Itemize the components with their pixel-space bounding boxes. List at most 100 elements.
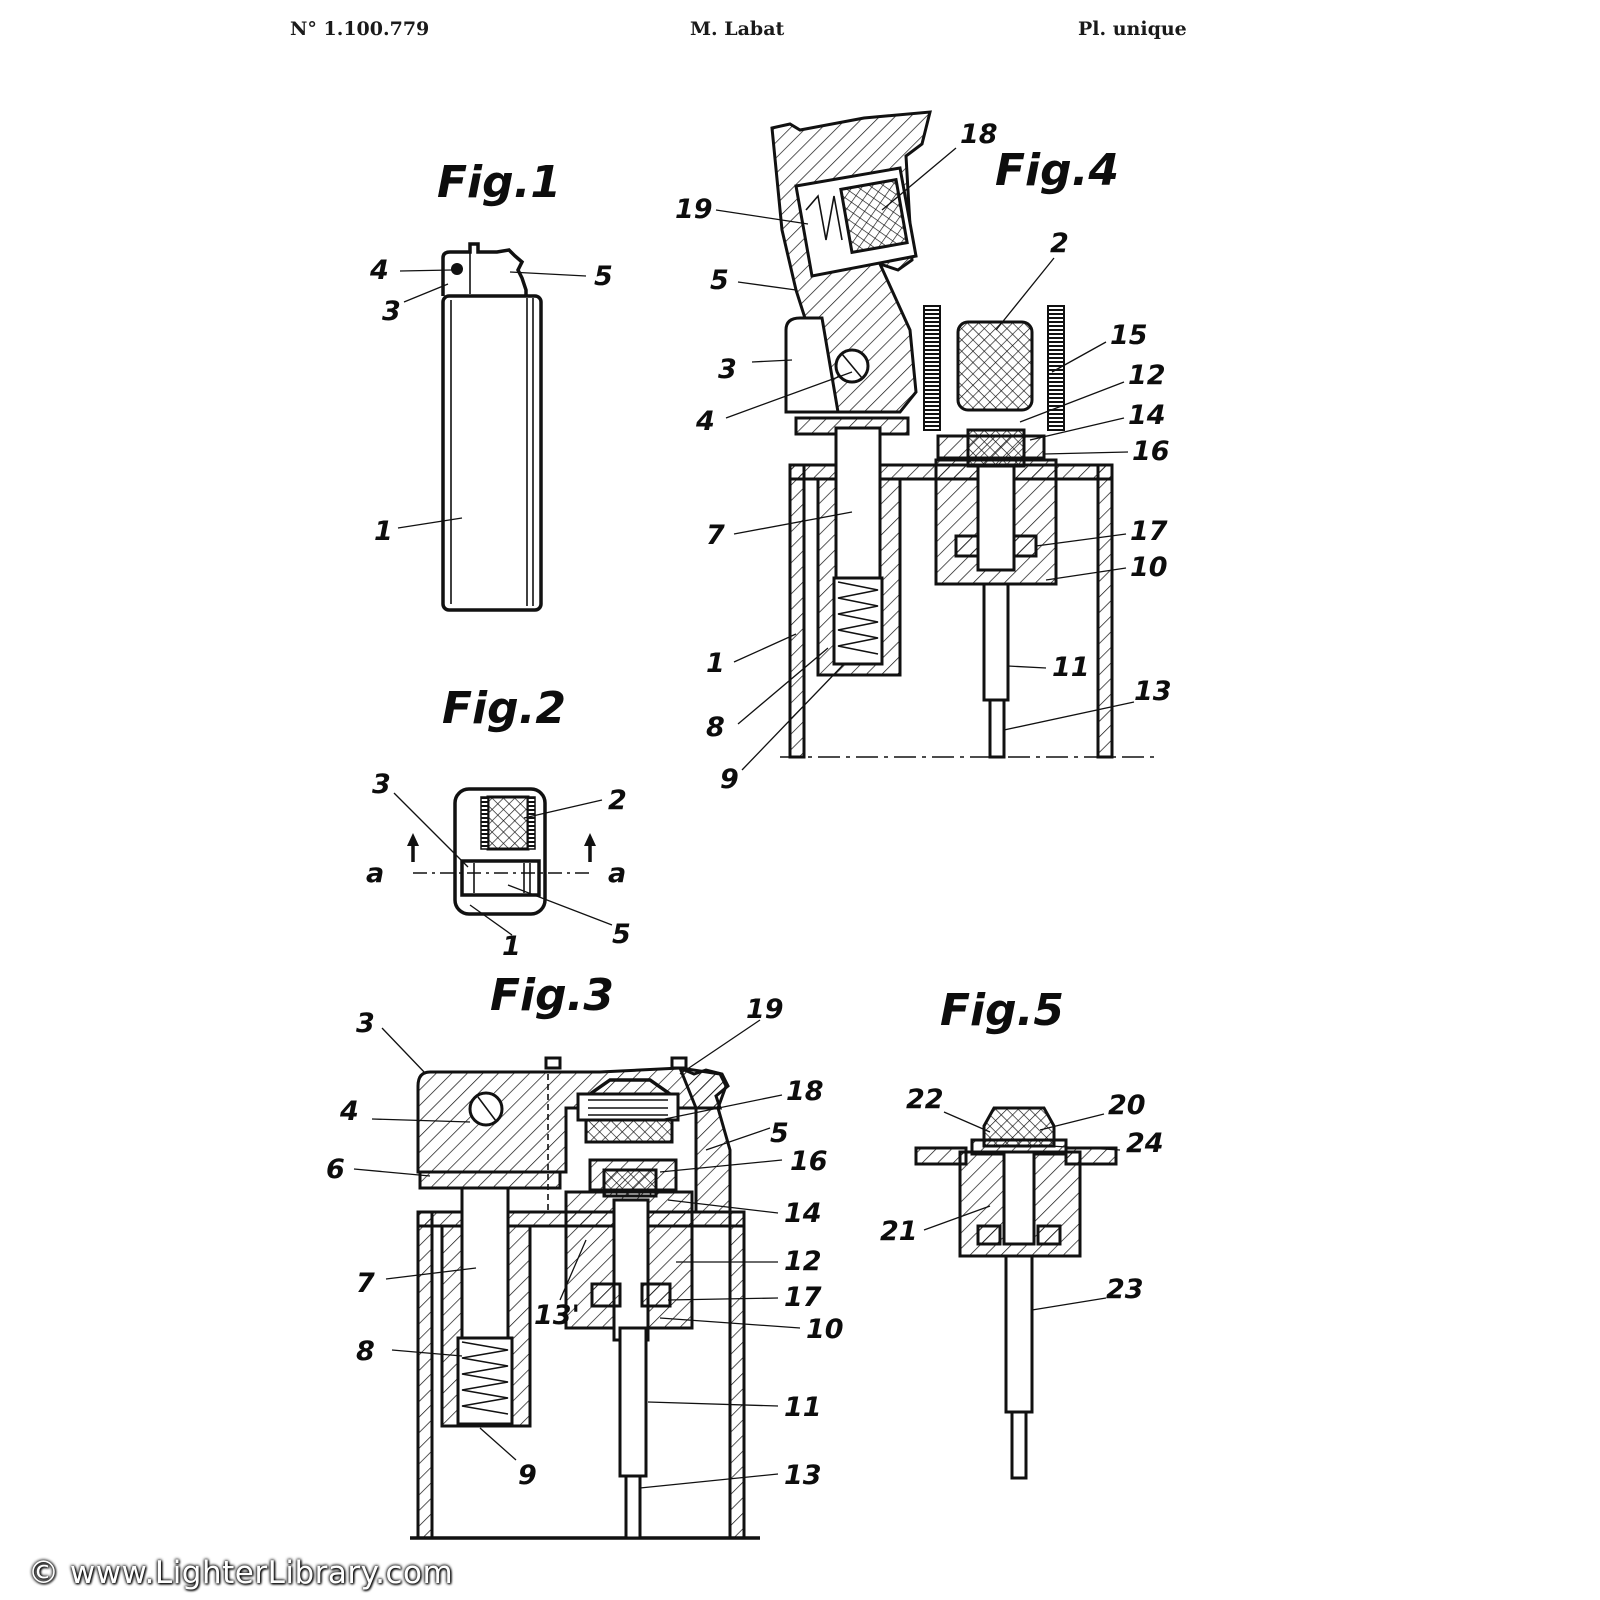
fig4-cap xyxy=(784,316,840,414)
fig3-cap xyxy=(416,1066,730,1174)
fig3-label-19: 19 xyxy=(746,994,784,1025)
fig1-lighter-head xyxy=(441,242,528,296)
fig3-label-18: 18 xyxy=(786,1076,824,1107)
fig4-label-13: 13 xyxy=(1134,676,1172,707)
fig3-wick-tube xyxy=(612,1198,650,1342)
fig4-label-4: 4 xyxy=(695,406,715,437)
watermark[interactable]: © www.LighterLibrary.com xyxy=(28,1555,454,1591)
fig4-label-9: 9 xyxy=(720,764,739,795)
fig2-top-view-outline xyxy=(453,787,547,916)
fig4-wick-tube xyxy=(976,464,1016,572)
fig1-label-1: 1 xyxy=(374,516,393,547)
fig4-label-12: 12 xyxy=(1128,360,1166,391)
fig2-label-5: 5 xyxy=(612,919,631,950)
fig3-label-4: 4 xyxy=(339,1096,359,1127)
fig5-label-21: 21 xyxy=(880,1216,918,1247)
fig4-label-15: 15 xyxy=(1110,320,1148,351)
fig4-label-17: 17 xyxy=(1130,516,1168,547)
fig4-wheel xyxy=(956,320,1034,412)
fig4-label-16: 16 xyxy=(1132,436,1170,467)
fig2-label-2: 2 xyxy=(608,785,627,816)
fig3-title: Fig.3 xyxy=(490,970,614,1021)
fig4-wheel-left-teeth xyxy=(923,305,941,431)
fig3-spring xyxy=(461,1341,509,1415)
figure-1: Fig.1 4 3 5 1 xyxy=(369,157,613,612)
fig2-wheel xyxy=(486,795,530,851)
fig2-title: Fig.2 xyxy=(442,683,566,734)
fig3-snuffer-pad xyxy=(584,1118,674,1144)
inventor-name: M. Labat xyxy=(690,18,785,40)
fig1-label-5: 5 xyxy=(594,261,613,292)
fig4-label-2: 2 xyxy=(1050,228,1069,259)
fig4-wick xyxy=(988,698,1006,759)
fig3-label-3: 3 xyxy=(356,1008,375,1039)
fig4-wick-tube-lower xyxy=(982,582,1010,702)
fig3-label-13: 13 xyxy=(784,1460,822,1491)
fig3-plate xyxy=(418,1170,562,1190)
fig3-label-10: 10 xyxy=(806,1314,844,1345)
fig4-label-3: 3 xyxy=(718,354,737,385)
fig5-wick xyxy=(1010,1410,1028,1480)
fig3-wick-head xyxy=(602,1168,658,1198)
fig3-wick xyxy=(624,1474,642,1540)
fig1-body xyxy=(441,294,543,612)
fig1-label-3: 3 xyxy=(382,296,401,327)
fig4-wheel-right-teeth xyxy=(1047,305,1065,431)
fig3-snuffer-housing xyxy=(576,1092,680,1122)
fig4-title: Fig.4 xyxy=(995,145,1119,196)
figure-2: Fig.2 3 2 a a 1 5 xyxy=(366,683,631,962)
fig3-label-13-prime: 13' xyxy=(534,1300,580,1331)
fig4-spring-19 xyxy=(805,194,843,241)
fig3-case-left-wall xyxy=(416,1210,434,1540)
fig4-pusher xyxy=(834,426,882,580)
fig2-label-1: 1 xyxy=(502,931,521,962)
fig2-cover xyxy=(460,859,541,897)
patent-number: N° 1.100.779 xyxy=(290,18,430,40)
fig3-wick-tube-lower xyxy=(618,1326,648,1478)
fig3-label-6: 6 xyxy=(326,1154,345,1185)
fig1-label-4: 4 xyxy=(369,255,389,286)
fig2-label-a-right: a xyxy=(608,858,626,889)
fig4-label-11: 11 xyxy=(1052,652,1090,683)
plate-label: Pl. unique xyxy=(1078,18,1187,40)
fig4-label-19: 19 xyxy=(675,194,713,225)
fig2-label-a-left: a xyxy=(366,858,384,889)
fig3-label-17: 17 xyxy=(784,1282,822,1313)
fig5-label-23: 23 xyxy=(1106,1274,1144,1305)
fig5-wick-tube-lower xyxy=(1004,1254,1034,1414)
fig3-label-11: 11 xyxy=(784,1392,822,1423)
fig4-label-7: 7 xyxy=(706,520,725,551)
fig3-label-8: 8 xyxy=(356,1336,375,1367)
fig3-pusher xyxy=(460,1186,510,1340)
fig1-pivot-pin xyxy=(451,263,463,275)
fig3-case-right-wall xyxy=(728,1210,746,1540)
fig4-label-10: 10 xyxy=(1130,552,1168,583)
figure-5: Fig.5 22 20 24 21 23 xyxy=(880,985,1164,1480)
fig3-label-16: 16 xyxy=(790,1146,828,1177)
fig5-title: Fig.5 xyxy=(940,985,1064,1036)
fig4-label-5: 5 xyxy=(710,265,729,296)
fig3-label-14: 14 xyxy=(784,1198,822,1229)
fig4-label-18: 18 xyxy=(960,119,998,150)
fig5-label-20: 20 xyxy=(1108,1090,1146,1121)
fig5-wick-tube xyxy=(1002,1150,1036,1246)
fig3-lever xyxy=(677,1066,732,1214)
fig1-title: Fig.1 xyxy=(437,157,561,208)
fig3-label-7: 7 xyxy=(356,1268,375,1299)
fig4-case-right-wall xyxy=(1096,463,1114,759)
fig5-label-22: 22 xyxy=(906,1084,944,1115)
figure-4: Fig.4 xyxy=(675,110,1172,795)
fig4-label-8: 8 xyxy=(706,712,725,743)
fig4-label-14: 14 xyxy=(1128,400,1166,431)
fig3-label-5: 5 xyxy=(770,1118,789,1149)
fig2-label-3: 3 xyxy=(372,769,391,800)
fig3-label-12: 12 xyxy=(784,1246,822,1277)
fig4-label-1: 1 xyxy=(706,648,725,679)
fig4-spring xyxy=(837,581,879,655)
figure-3: Fig.3 xyxy=(326,970,844,1540)
fig4-snuffer-pad xyxy=(839,177,909,255)
fig5-label-24: 24 xyxy=(1126,1128,1164,1159)
fig3-label-9: 9 xyxy=(518,1460,537,1491)
